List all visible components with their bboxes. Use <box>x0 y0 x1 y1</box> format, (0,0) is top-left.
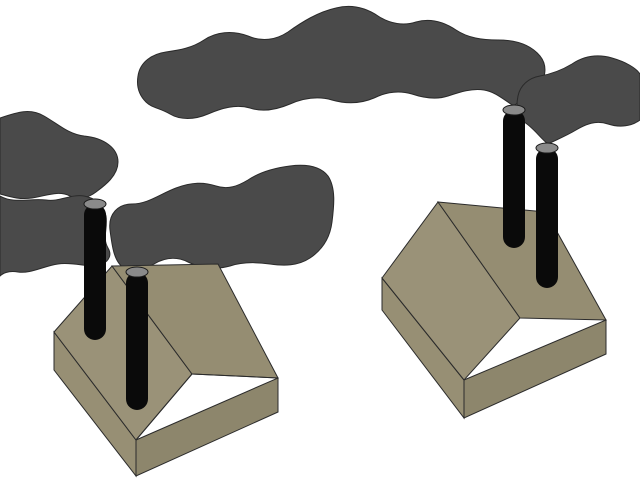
right-factory <box>381 104 607 420</box>
right-factory-chimney-2 <box>535 142 559 288</box>
left-factory-chimney-1 <box>83 198 107 340</box>
left-factory-smoke <box>0 111 335 277</box>
left-factory-chimney-2 <box>125 266 149 410</box>
smoke-plume-left-lower <box>0 195 111 277</box>
smoke-plume-left-upper <box>0 111 119 199</box>
smoke-plume-left-main <box>109 164 335 271</box>
left-factory <box>53 198 279 478</box>
left-factory-wall-right <box>135 377 279 477</box>
right-factory-wall-right <box>463 319 607 419</box>
right-factory-smoke <box>137 5 640 145</box>
left-factory-ridge <box>135 373 193 441</box>
smoke-plume-right-short <box>516 55 640 145</box>
right-factory-chimney-1 <box>502 104 526 248</box>
smoke-plume-right-long <box>137 5 546 119</box>
left-factory-ridge-2 <box>191 373 279 379</box>
